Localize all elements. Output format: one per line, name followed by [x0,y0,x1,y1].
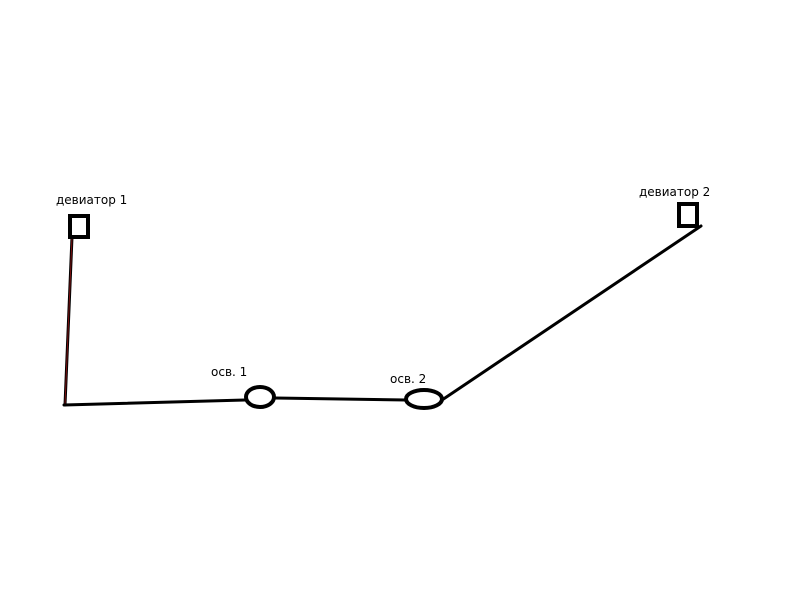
lamp-2-label: осв. 2 [390,372,426,386]
wire-lamp-2-to-deviator-2 [440,224,703,402]
lamp-1 [244,385,276,409]
deviator-2-label: девиатор 2 [639,185,710,199]
deviator-1-switch [68,214,90,239]
deviator-1-label: девиатор 1 [56,193,127,207]
lamp-1-label: осв. 1 [211,365,247,379]
wire-corner-to-lamp-1 [62,398,247,407]
wire-lamp-1-to-lamp-2 [273,396,408,402]
lamp-2 [404,388,444,410]
wire-deviator-1-riser-accent [64,236,73,406]
deviator-2-switch [677,202,699,228]
